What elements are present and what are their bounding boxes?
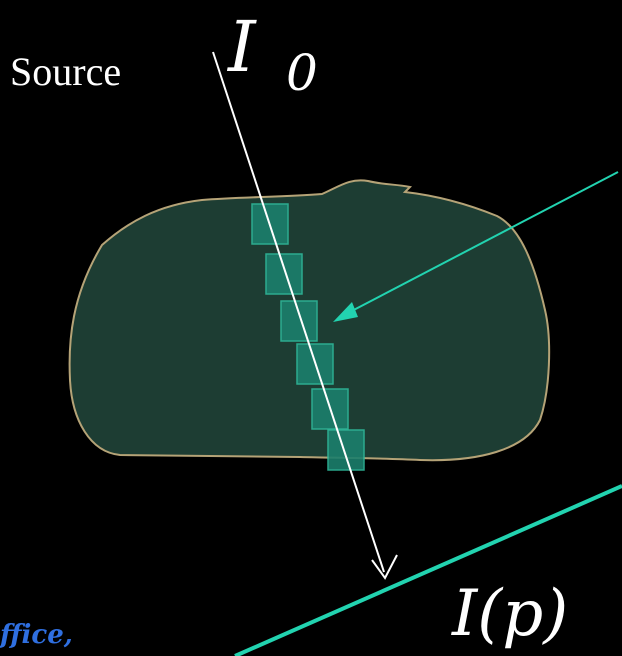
- voxel: [265, 253, 303, 295]
- detector-line: [234, 484, 622, 656]
- voxel: [327, 429, 365, 471]
- source-label: Source: [10, 49, 122, 94]
- arrow-down-icon: [371, 554, 398, 580]
- pointer-arrow-line: [345, 171, 619, 315]
- voxel: [280, 300, 318, 342]
- ray-line: [212, 51, 385, 573]
- voxel-group: [251, 203, 365, 471]
- projection-intensity-label: I(p): [452, 577, 569, 651]
- initial-intensity-symbol: I: [228, 6, 256, 88]
- footer-text-fragment: ffice,: [0, 620, 73, 650]
- arrow-left-icon: [333, 302, 358, 322]
- initial-intensity-subscript: 0: [286, 44, 318, 102]
